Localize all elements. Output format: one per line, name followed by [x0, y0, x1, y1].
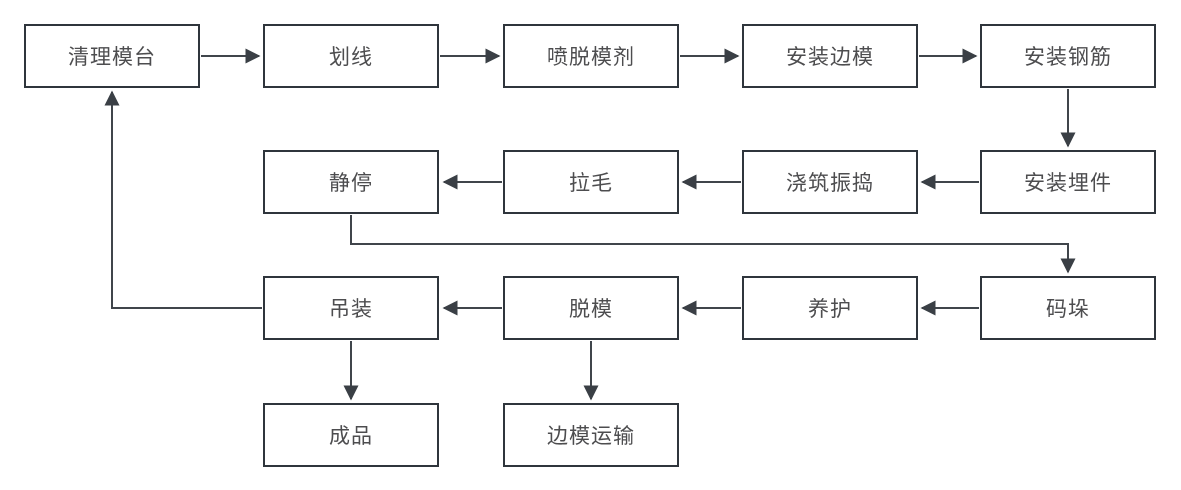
node-clean-mold-table: 清理模台 [24, 24, 200, 88]
edge-static-rest-to-stacking [350, 215, 1076, 274]
edge-hoisting-to-clean-mold-table [104, 90, 262, 309]
node-curing: 养护 [742, 276, 918, 340]
node-marking: 划线 [263, 24, 439, 88]
node-demolding: 脱模 [503, 276, 679, 340]
node-static-rest: 静停 [263, 150, 439, 214]
node-hoisting: 吊装 [263, 276, 439, 340]
node-side-form-transport: 边模运输 [503, 403, 679, 467]
node-surface-roughening: 拉毛 [503, 150, 679, 214]
node-install-embedded-parts: 安装埋件 [980, 150, 1156, 214]
node-install-side-forms: 安装边模 [742, 24, 918, 88]
node-spray-release-agent: 喷脱模剂 [503, 24, 679, 88]
node-stacking: 码垛 [980, 276, 1156, 340]
node-install-rebar: 安装钢筋 [980, 24, 1156, 88]
node-pour-and-vibrate: 浇筑振捣 [742, 150, 918, 214]
node-finished-product: 成品 [263, 403, 439, 467]
